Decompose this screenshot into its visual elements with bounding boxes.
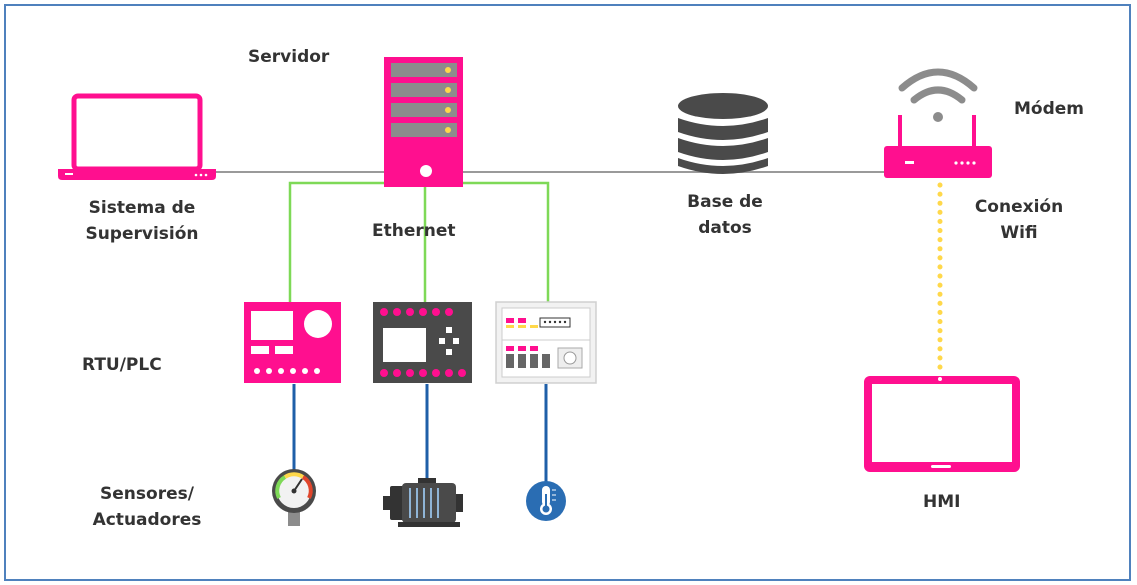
label-sensores-actuadores: Sensores/ Actuadores bbox=[82, 481, 212, 533]
laptop-icon bbox=[58, 93, 216, 180]
label-rtu-plc: RTU/PLC bbox=[82, 355, 162, 375]
thermometer-icon bbox=[526, 481, 566, 521]
electrical-panel-icon bbox=[495, 301, 597, 384]
label-ethernet: Ethernet bbox=[372, 221, 456, 241]
label-hmi: HMI bbox=[923, 492, 961, 512]
label-conexion-line1: Conexión bbox=[974, 197, 1064, 217]
tablet-icon bbox=[864, 376, 1020, 472]
label-sistema-de-supervision: Sistema de Supervisión bbox=[72, 195, 212, 247]
label-base-de-datos: Base de datos bbox=[672, 189, 778, 241]
database-icon bbox=[678, 93, 768, 174]
wifi-icon bbox=[898, 68, 978, 122]
label-sistema-line2: Supervisión bbox=[85, 224, 199, 244]
pressure-gauge-icon bbox=[272, 469, 316, 526]
label-base-line1: Base de bbox=[687, 192, 763, 212]
label-sistema-line1: Sistema de bbox=[88, 198, 196, 218]
rtu-icon bbox=[244, 302, 341, 383]
label-modem: Módem bbox=[1014, 99, 1085, 119]
label-sensores-line2: Actuadores bbox=[92, 510, 202, 530]
field-lines bbox=[292, 384, 548, 482]
motor-icon bbox=[383, 478, 463, 527]
server-icon bbox=[384, 57, 463, 187]
label-conexion-line2: Wifi bbox=[1000, 223, 1038, 243]
label-servidor: Servidor bbox=[248, 47, 330, 67]
plc-icon bbox=[373, 302, 472, 383]
label-sensores-line1: Sensores/ bbox=[100, 484, 194, 504]
label-conexion-wifi: Conexión Wifi bbox=[964, 194, 1074, 246]
label-base-line2: datos bbox=[698, 218, 752, 238]
router-icon bbox=[884, 115, 992, 178]
